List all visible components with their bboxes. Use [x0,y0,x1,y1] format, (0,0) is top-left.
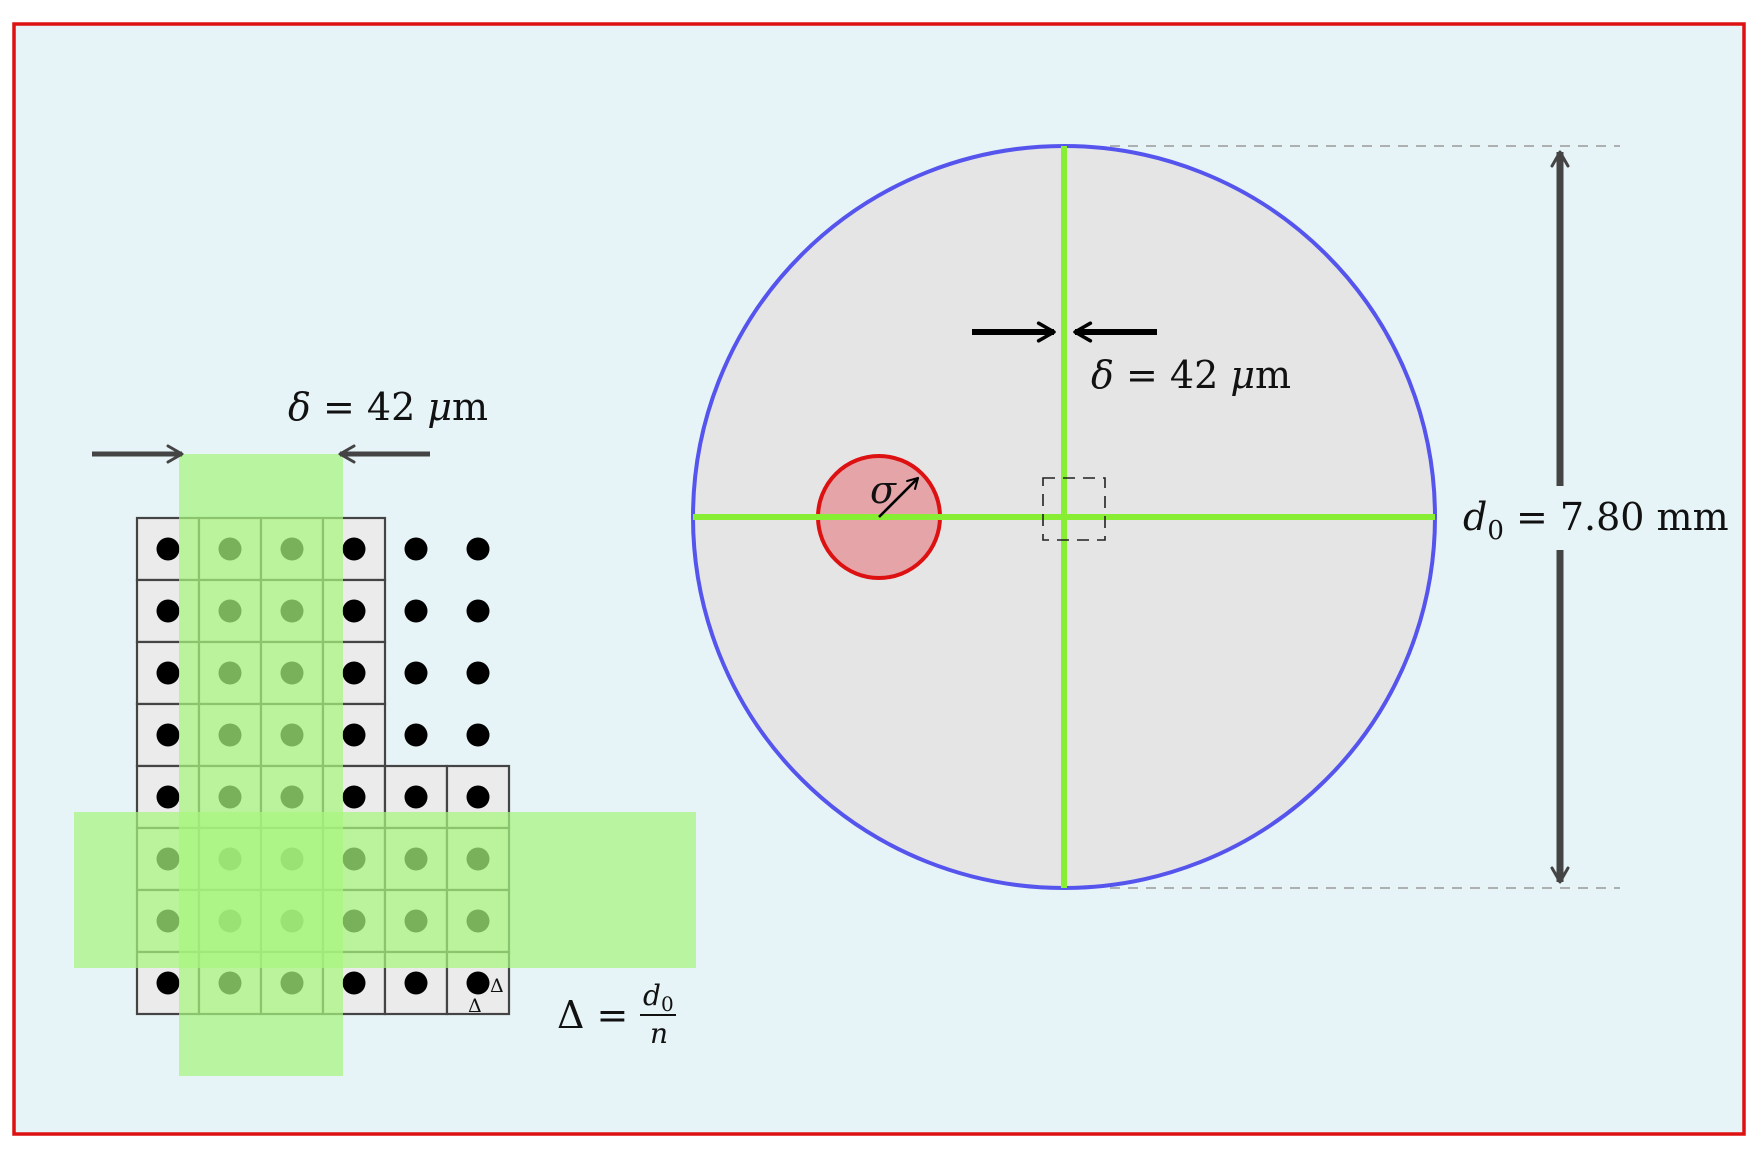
delta-right-label: δ = 42 μm [1091,353,1291,397]
pixel-dot [342,723,366,747]
pixel-dot [156,661,180,685]
delta-left-value: = 42 [311,385,427,429]
pixel-dot [404,599,428,623]
pixel-dot [404,723,428,747]
pixel-dot [156,537,180,561]
pixel-dot [156,723,180,747]
pixel-dot [404,971,428,995]
vertical-beam-band [179,454,343,1076]
delta-left-unit: m [452,385,488,429]
pixel-dot [466,785,490,809]
pixel-dot [466,971,490,995]
pixel-dot [156,971,180,995]
diameter-value: = 7.80 mm [1504,495,1729,539]
pixel-dot [342,537,366,561]
pixel-dot [404,537,428,561]
cell-size-num-subscript: 0 [661,992,674,1016]
center-pixel-marker [1042,477,1106,541]
cell-size-denominator: n [650,1017,668,1050]
pixel-dot [342,599,366,623]
pixel-dot [342,661,366,685]
pixel-dot [466,599,490,623]
delta-right-value: = 42 [1114,353,1230,397]
delta-left-symbol: δ [288,385,311,429]
delta-left-label: δ = 42 μm [288,385,488,429]
sigma-radius-arrow [878,476,920,518]
pixel-dot [466,537,490,561]
diameter-subscript: 0 [1487,516,1504,546]
cell-size-symbol: Δ [557,993,584,1037]
horizontal-beam-band [74,812,696,968]
cell-size-equals: = [584,993,628,1037]
diameter-symbol: d [1463,495,1487,539]
cell-size-numerator: d0 [643,979,674,1016]
cell-size-num-symbol: d [643,979,661,1012]
delta-right-symbol: δ [1091,353,1114,397]
pixel-dot [466,661,490,685]
cell-delta-left-label: Δ [468,995,482,1017]
delta-left-unit-prefix: μ [427,385,452,429]
delta-right-unit-prefix: μ [1230,353,1255,397]
diameter-label: d0 = 7.80 mm [1463,495,1729,546]
pixel-dot [342,785,366,809]
pixel-dot [466,723,490,747]
sigma-label: σ [870,468,897,512]
delta-right-unit: m [1255,353,1291,397]
cell-size-formula: Δ = d0 n [557,979,676,1050]
cell-size-lhs: Δ = [557,993,628,1037]
pixel-dot [404,785,428,809]
pixel-dot [156,599,180,623]
pixel-dot [156,785,180,809]
pixel-dot [342,971,366,995]
beam-bands [74,454,696,1076]
cell-delta-top-label: Δ [490,975,504,997]
pixel-dot [404,661,428,685]
